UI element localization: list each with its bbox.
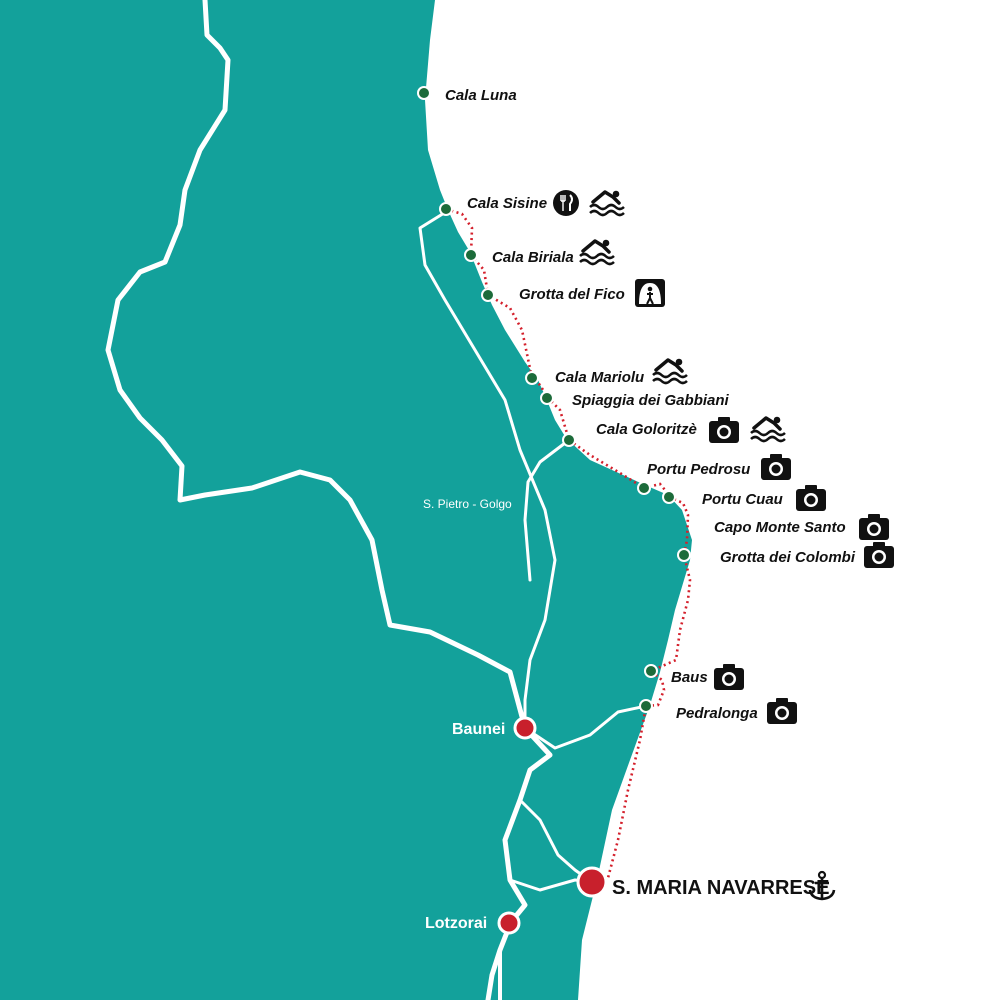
stop-label: Cala Sisine (467, 195, 547, 212)
town-label: Lotzorai (425, 915, 487, 932)
town-marker (497, 911, 521, 935)
land-mass (0, 0, 692, 1000)
stop-marker (562, 433, 576, 447)
swimming-icon (578, 237, 616, 266)
town-label: Baunei (452, 721, 505, 738)
restaurant-icon (552, 189, 580, 217)
stop-label: Cala Mariolu (555, 369, 644, 386)
stop-marker (639, 699, 653, 713)
stop-label: Portu Pedrosu (647, 461, 750, 478)
stop-label: Capo Monte Santo (714, 519, 846, 536)
stop-label: Cala Luna (445, 87, 517, 104)
road-network (105, 0, 648, 1000)
stop-marker (481, 288, 495, 302)
stop-marker (644, 664, 658, 678)
port-label: S. MARIA NAVARRESE (612, 877, 829, 899)
stop-label: Grotta dei Colombi (720, 549, 856, 566)
stop-label: Spiaggia dei Gabbiani (572, 392, 730, 409)
town-marker (513, 716, 537, 740)
stop-baus[interactable]: Baus (644, 664, 744, 690)
stop-label: Cala Goloritzè (596, 421, 697, 438)
camera-icon (864, 542, 894, 568)
stop-label: Grotta del Fico (519, 286, 625, 303)
swimming-icon (588, 188, 626, 217)
stop-marker (417, 86, 431, 100)
stop-cala-luna[interactable]: Cala Luna (417, 86, 517, 104)
stop-cala-goloritze[interactable]: Cala Goloritzè (562, 414, 787, 447)
stop-label: Portu Cuau (702, 491, 783, 508)
stop-portu-cuau[interactable]: Portu Cuau (662, 485, 826, 511)
stop-capo-monte-santo[interactable]: Capo Monte Santo (714, 514, 889, 540)
camera-icon (709, 417, 739, 443)
port-s-maria-navarrese[interactable]: S. MARIA NAVARRESE (576, 866, 836, 901)
boat-route (445, 207, 692, 884)
road-label-s-pietro-golgo: S. Pietro - Golgo (423, 497, 512, 511)
stop-spiaggia-dei-gabbiani[interactable]: Spiaggia dei Gabbiani (540, 391, 730, 409)
stop-marker (540, 391, 554, 405)
stop-grotta-dei-colombi[interactable]: Grotta dei Colombi (677, 542, 894, 568)
stop-cala-mariolu[interactable]: Cala Mariolu (525, 356, 689, 386)
stop-label: Pedralonga (676, 705, 758, 722)
stop-label: Cala Biriala (492, 249, 574, 266)
cave-icon (634, 278, 666, 308)
stop-marker (525, 371, 539, 385)
town-lotzorai[interactable]: Lotzorai (425, 911, 521, 935)
stop-cala-biriala[interactable]: Cala Biriala (464, 237, 616, 266)
stop-grotta-del-fico[interactable]: Grotta del Fico (481, 278, 666, 308)
stop-cala-sisine[interactable]: Cala Sisine (439, 188, 626, 217)
swimming-icon (651, 356, 689, 385)
camera-icon (859, 514, 889, 540)
swimming-icon (749, 414, 787, 443)
stop-marker (637, 481, 651, 495)
stop-pedralonga[interactable]: Pedralonga (639, 698, 797, 724)
town-baunei[interactable]: Baunei (452, 716, 537, 740)
camera-icon (714, 664, 744, 690)
stop-marker (662, 490, 676, 504)
stop-portu-pedrosu[interactable]: Portu Pedrosu (637, 454, 791, 495)
stop-marker (464, 248, 478, 262)
camera-icon (767, 698, 797, 724)
stop-marker (677, 548, 691, 562)
port-marker (576, 866, 608, 898)
stop-label: Baus (671, 669, 708, 686)
camera-icon (761, 454, 791, 480)
stop-marker (439, 202, 453, 216)
camera-icon (796, 485, 826, 511)
